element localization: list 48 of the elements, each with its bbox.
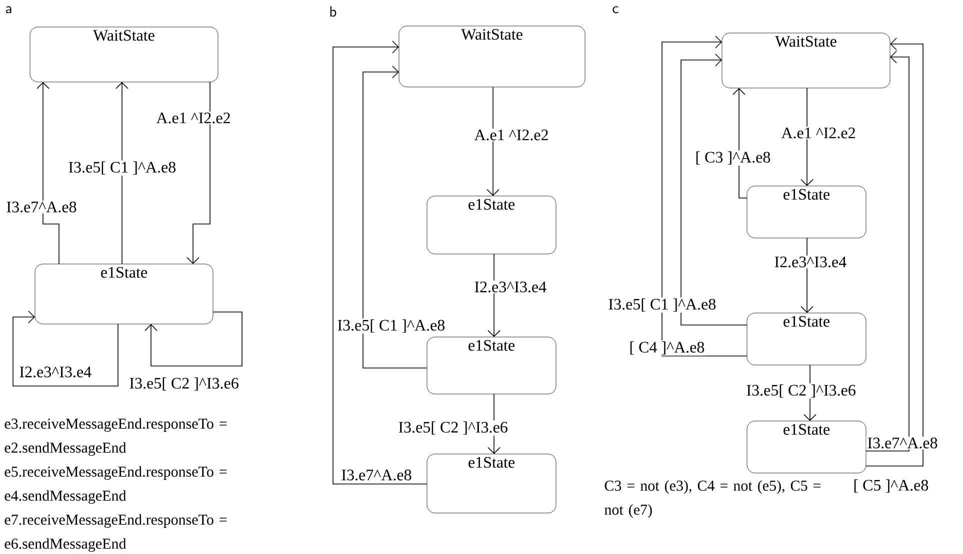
edge-label: I3.e5[ C2 ]^I3.e6	[128, 376, 240, 392]
arrow	[116, 82, 128, 264]
state-box: e1State	[426, 336, 556, 394]
state-box: e1State	[426, 454, 556, 514]
note-text: C3 = not (e3), C4 = not (e5), C5 = not (e7)	[604, 480, 820, 518]
arrow	[144, 312, 242, 366]
edge-label: I3.e5[ C1 ]^A.e8	[67, 160, 178, 176]
arrow	[332, 40, 428, 484]
state-box: WaitState	[30, 26, 218, 82]
state-box: e1State	[34, 264, 214, 324]
arrow	[362, 66, 428, 368]
edge-label: [ C5 ]^A.e8	[852, 478, 930, 494]
arrow	[488, 254, 500, 337]
arrow	[36, 82, 60, 264]
edge-label: I3.e7^A.e8	[866, 436, 939, 450]
state-box: WaitState	[722, 32, 890, 88]
arrow	[800, 88, 814, 186]
arrow	[680, 54, 748, 326]
state-box: e1State	[746, 186, 866, 238]
edge-label: I3.e5[ C1 ]^A.e8	[607, 297, 718, 313]
panel-letter: c	[612, 6, 618, 14]
edge-label: I3.e5[ C1 ]^A.e8	[336, 318, 446, 334]
arrow	[12, 310, 118, 386]
edge-label: [ C3 ]^A.e8	[694, 150, 772, 166]
edge-label: A.e1 ^I2.e2	[780, 126, 857, 140]
panel-letter: b	[330, 6, 336, 17]
arrow	[732, 88, 748, 198]
edge-label: I3.e5[ C2 ]^I3.e6	[745, 383, 857, 399]
edge-label: I3.e5[ C2 ]^I3.e6	[397, 420, 509, 436]
edge-label: I3.e7^A.e8	[5, 200, 78, 214]
edge-label: I2.e3^I3.e4	[473, 280, 548, 294]
edge-label: A.e1 ^I2.e2	[155, 112, 232, 124]
state-box: e1State	[746, 312, 866, 366]
note-text: e7.receiveMessageEnd.responseTo = e6.sendMessageEnd	[4, 514, 227, 552]
state-box: e1State	[746, 420, 866, 474]
arrow	[866, 38, 924, 466]
edge-label: I3.e7^A.e8	[340, 468, 413, 482]
arrow	[186, 82, 210, 264]
panel-letter: a	[6, 6, 12, 14]
edge-label: I2.e3^I3.e4	[773, 256, 848, 268]
edge-label: I2.e3^I3.e4	[18, 366, 93, 378]
edge-label: [ C4 ]^A.e8	[628, 340, 706, 356]
arrow	[486, 86, 500, 196]
state-box: WaitState	[398, 26, 586, 88]
edge-label: A.e1 ^I2.e2	[473, 128, 550, 142]
arrow	[662, 36, 748, 356]
state-box: e1State	[426, 196, 556, 254]
arrow	[866, 50, 910, 452]
